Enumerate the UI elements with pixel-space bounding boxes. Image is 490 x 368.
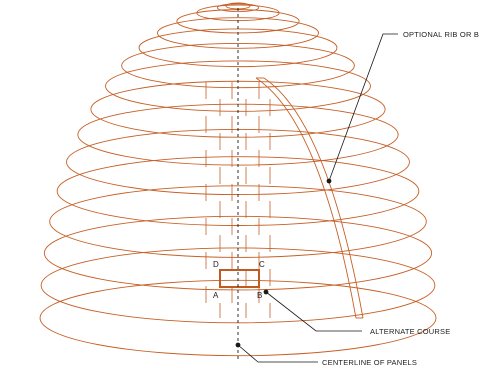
optional-rib: [255, 77, 364, 319]
corner-label-c: C: [259, 260, 265, 269]
course-ring: [43, 215, 433, 291]
callout-optional-rib: OPTIONAL RIB OR B: [403, 30, 479, 39]
course-ring: [216, 3, 260, 13]
corner-label-d: D: [213, 260, 219, 269]
centerline-leader: [235, 342, 318, 363]
course-ring: [49, 185, 427, 258]
callout-alternate-course: ALTERNATE COURSE: [370, 327, 450, 336]
corner-label-a: A: [213, 291, 219, 300]
callout-centerline: CENTERLINE OF PANELS: [322, 358, 417, 367]
panel-joints: [205, 82, 271, 318]
course-ring: [56, 156, 420, 226]
course-ring: [157, 17, 319, 49]
rib-leader: [326, 33, 398, 184]
corner-label-b: B: [257, 291, 262, 300]
highlighted-panel: [219, 269, 260, 288]
course-ring: [196, 4, 280, 22]
alternate-leader: [263, 289, 362, 332]
